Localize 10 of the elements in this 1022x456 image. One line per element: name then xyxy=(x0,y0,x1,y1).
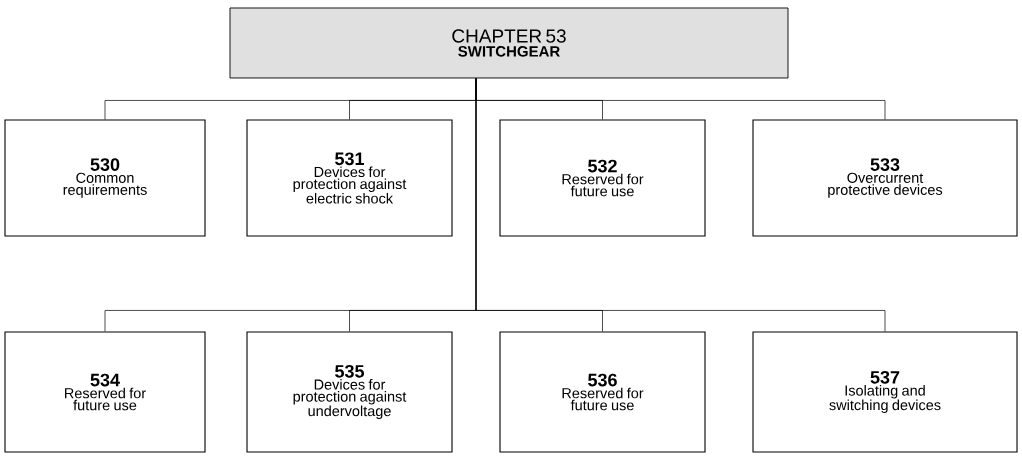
section-box: 530 Common requirements xyxy=(4,119,206,237)
section-box: 537 Isolating and switching devices xyxy=(752,331,1018,453)
connector-line xyxy=(475,78,886,332)
section-box: 536 Reserved for future use xyxy=(499,331,706,453)
section-box: 532 Reserved for future use xyxy=(499,119,706,237)
section-box: 535 Devices for protection against undervoltage xyxy=(246,331,453,453)
section-box: 533 Overcurrent protective devices xyxy=(752,119,1018,237)
title-box: CHAPTER 53 SWITCHGEAR xyxy=(229,7,789,79)
section-box: 534 Reserved for future use xyxy=(4,331,206,453)
section-box: 531 Devices for protection against electric shock xyxy=(246,119,453,237)
